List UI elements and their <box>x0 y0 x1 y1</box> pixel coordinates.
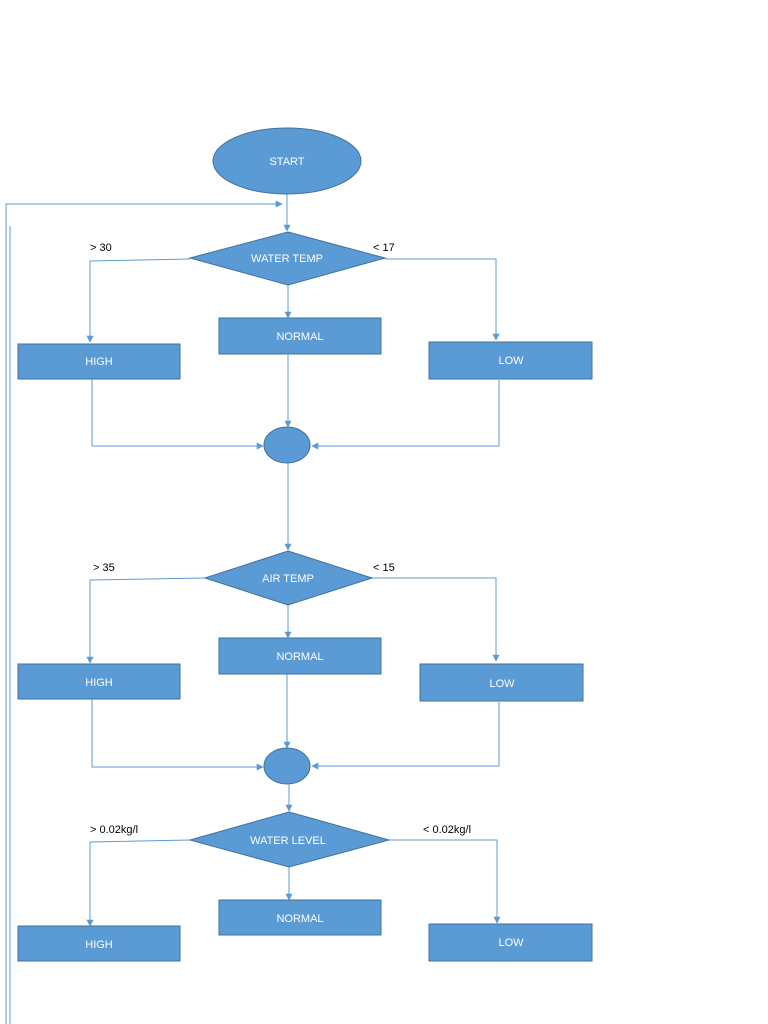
connector-water-level-low <box>389 839 501 924</box>
air-temp-decision <box>203 550 374 606</box>
connector-water-level-high <box>86 839 191 927</box>
water-level-normal-label: NORMAL <box>276 913 323 925</box>
water-level-low-box <box>428 923 593 962</box>
water-level-low-condition: < 0.02kg/l <box>423 824 471 836</box>
water-temp-section: WATER TEMP > 30 < 17 HIGH NORMAL LOW <box>17 231 593 464</box>
water-temp-high-condition: > 30 <box>90 242 112 254</box>
air-temp-normal-box <box>218 637 382 675</box>
start-node: START <box>212 127 362 195</box>
start-label: START <box>269 156 304 168</box>
water-temp-normal-box <box>218 317 382 355</box>
water-temp-low-box <box>428 341 593 380</box>
connector-water-temp-low <box>385 258 500 341</box>
water-temp-decision <box>188 231 387 286</box>
loop-back-line <box>5 200 283 1024</box>
air-temp-high-box <box>17 663 181 700</box>
water-temp-merge-node <box>263 426 311 464</box>
water-level-high-label: HIGH <box>85 939 113 951</box>
start-ellipse <box>212 127 362 195</box>
air-temp-section: AIR TEMP > 35 < 15 HIGH NORMAL LOW <box>17 550 584 785</box>
water-temp-low-condition: < 17 <box>373 242 395 254</box>
connector-wt-high-to-merge <box>91 379 264 450</box>
water-level-normal-box <box>218 899 382 936</box>
connector-at-high-to-merge <box>91 699 264 771</box>
water-temp-normal-label: NORMAL <box>276 331 323 343</box>
water-level-high-condition: > 0.02kg/l <box>90 824 138 836</box>
water-level-low-label: LOW <box>498 937 524 949</box>
air-temp-high-condition: > 35 <box>93 562 115 574</box>
water-temp-low-label: LOW <box>498 355 524 367</box>
air-temp-normal-label: NORMAL <box>276 651 323 663</box>
water-temp-decision-label: WATER TEMP <box>251 253 323 265</box>
air-temp-decision-label: AIR TEMP <box>262 573 314 585</box>
air-temp-low-label: LOW <box>489 678 515 690</box>
connector-air-temp-low <box>372 577 500 662</box>
air-temp-merge-node <box>263 747 311 785</box>
connector-wt-low-to-merge <box>311 380 500 450</box>
air-temp-low-condition: < 15 <box>373 562 395 574</box>
water-level-decision-label: WATER LEVEL <box>250 835 326 847</box>
air-temp-high-label: HIGH <box>85 677 113 689</box>
connector-water-temp-high <box>86 258 191 343</box>
water-level-decision <box>188 811 391 868</box>
water-level-section: WATER LEVEL > 0.02kg/l < 0.02kg/l HIGH N… <box>17 811 593 962</box>
water-temp-high-label: HIGH <box>85 356 113 368</box>
water-level-high-box <box>17 925 181 962</box>
connector-at-low-to-merge <box>311 702 500 770</box>
connector-air-temp-high <box>86 577 206 664</box>
air-temp-low-box <box>419 663 584 702</box>
water-temp-high-box <box>17 343 181 380</box>
connectors <box>5 194 501 1024</box>
